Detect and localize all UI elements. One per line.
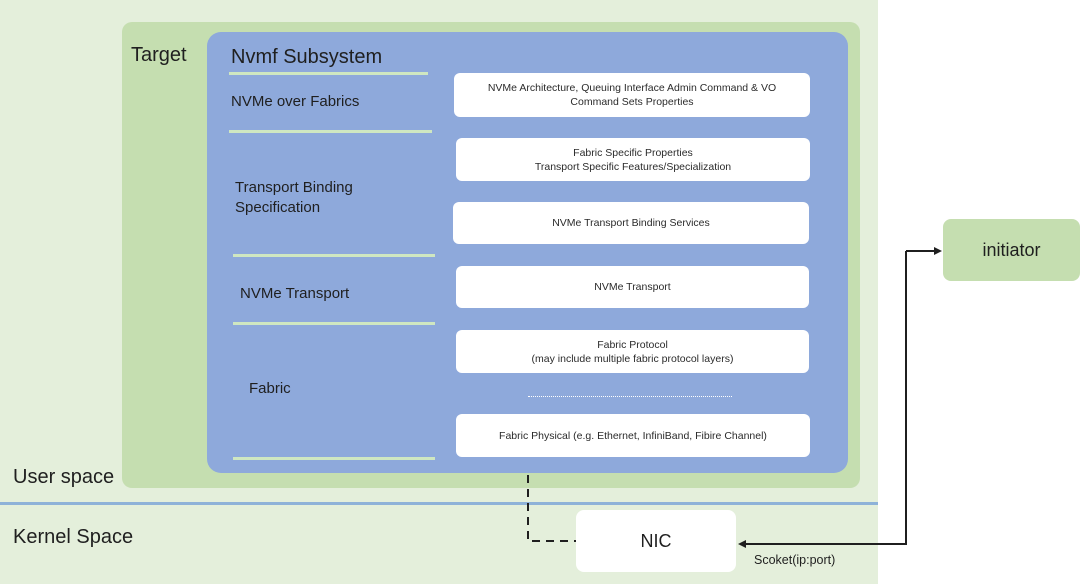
socket-label: Scoket(ip:port) xyxy=(754,553,836,567)
spec-box-fabric-protocol: Fabric Protocol (may include multiple fa… xyxy=(456,330,809,373)
spec-box-nvme-transport: NVMe Transport xyxy=(456,266,809,308)
layer-label-fabric: Fabric xyxy=(249,380,291,397)
kernel-space-label: Kernel Space xyxy=(13,526,134,548)
layer-label-nvme-over-fabrics: NVMe over Fabrics xyxy=(231,93,360,110)
layer-label-nvme-transport: NVMe Transport xyxy=(240,285,350,302)
layer-label-transport-binding: Transport Binding Specification xyxy=(235,179,353,216)
layer-divider xyxy=(233,457,435,460)
dotted-separator xyxy=(528,396,732,397)
spec-box-fabric-properties: Fabric Specific Properties Transport Spe… xyxy=(456,138,810,181)
layer-divider xyxy=(229,130,432,133)
initiator-box: initiator xyxy=(943,219,1080,281)
user-space-label: User space xyxy=(13,466,115,488)
spec-box-fabric-physical: Fabric Physical (e.g. Ethernet, InfiniBa… xyxy=(456,414,810,457)
layer-divider xyxy=(229,72,428,75)
subsystem-title: Nvmf Subsystem xyxy=(231,46,383,68)
spec-box-binding-services: NVMe Transport Binding Services xyxy=(453,202,809,244)
target-label: Target xyxy=(131,44,187,66)
nic-box: NIC xyxy=(576,510,736,572)
spec-box-architecture: NVMe Architecture, Queuing Interface Adm… xyxy=(454,73,810,117)
layer-divider xyxy=(233,254,435,257)
layer-divider xyxy=(233,322,435,325)
space-divider xyxy=(0,502,878,505)
